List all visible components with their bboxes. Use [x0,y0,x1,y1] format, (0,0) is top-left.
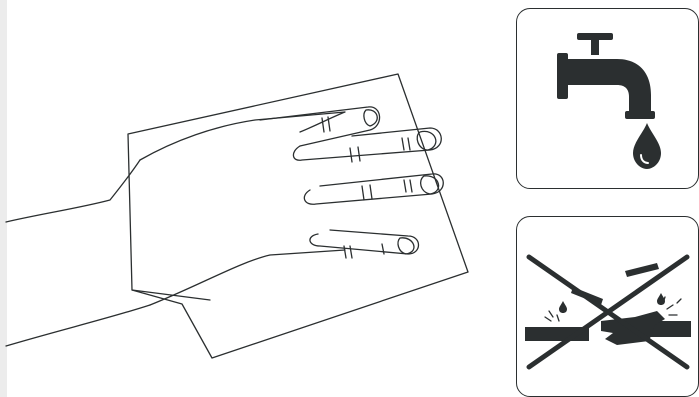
index-finger-outline [260,107,380,146]
ring-crease-3 [404,180,406,192]
middle-crease-3 [402,138,404,150]
little-crease-3 [382,244,384,254]
middle-nail [417,131,436,150]
ring-crease-1 [362,186,364,200]
no-chemicals-icon [517,217,698,396]
ring-nail [421,176,439,194]
hand-wiping-cloth-icon [0,0,500,397]
water-tap-panel [516,8,699,189]
ring-crease-4 [410,180,412,192]
cloth-fold-line [132,290,210,300]
water-tap-icon [517,9,698,188]
hand-back-outline [140,112,345,160]
arm-upper-line [6,160,140,222]
little-crease-2 [350,246,352,258]
little-nail [398,238,414,254]
index-crease-1 [322,118,324,132]
index-nail [364,110,377,126]
middle-crease-4 [408,138,410,150]
arm-lower-line [6,305,150,346]
hand-heel-line [150,250,345,305]
middle-crease-2 [358,147,360,161]
little-finger-outline [310,230,419,254]
ring-crease-2 [370,185,372,199]
no-chemicals-panel [516,216,699,397]
middle-crease-1 [350,148,352,162]
